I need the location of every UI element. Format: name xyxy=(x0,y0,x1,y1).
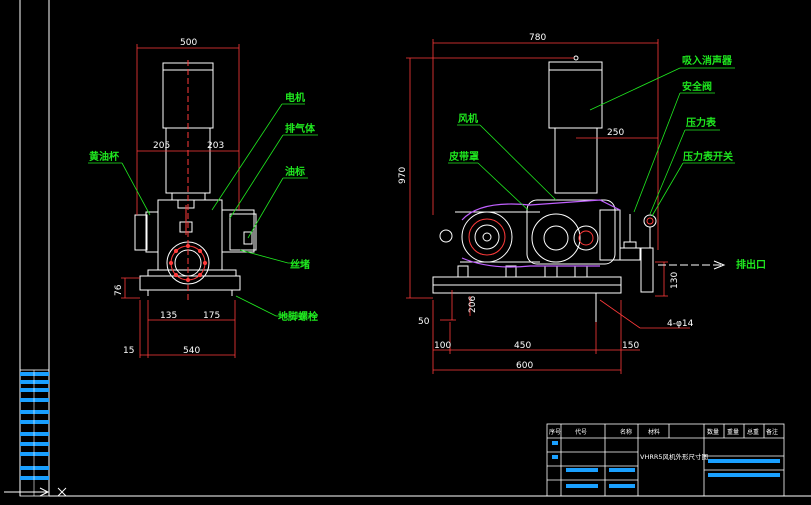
dim-r-c: 150 xyxy=(622,341,639,351)
tb-header-weight: 重量 xyxy=(727,428,739,436)
label-blower: 风机 xyxy=(458,112,478,125)
dim-small-a: 50 xyxy=(418,317,430,327)
right-view-dim-lines xyxy=(406,39,690,374)
dim-left-half-a: 205 xyxy=(153,141,170,151)
tb-header-seq: 序号 xyxy=(549,428,561,436)
dim-right-width: 780 xyxy=(529,33,546,43)
right-view-accents xyxy=(468,217,654,256)
label-belt-cover: 皮带罩 xyxy=(448,150,479,163)
label-oil-cup: 黄油杯 xyxy=(89,150,120,163)
dim-base-a: 135 xyxy=(160,311,177,321)
left-view-outline xyxy=(134,62,257,296)
dim-r-total: 600 xyxy=(516,361,533,371)
label-safety-valve: 安全阀 xyxy=(682,80,712,93)
tb-header-total: 总重 xyxy=(747,428,759,436)
dim-left-width: 500 xyxy=(180,38,197,48)
label-holes: 4-φ14 xyxy=(667,319,694,329)
ucs-icon xyxy=(4,487,67,497)
dim-foot-h: 76 xyxy=(114,284,124,296)
dim-left-half-b: 203 xyxy=(207,141,224,151)
tb-header-material: 材料 xyxy=(648,428,660,436)
label-oil-gauge: 油标 xyxy=(285,165,305,178)
tb-header-name: 名称 xyxy=(620,428,632,436)
dim-r-b: 450 xyxy=(514,341,531,351)
label-motor: 电机 xyxy=(285,91,305,104)
tb-header-count: 数量 xyxy=(707,428,719,436)
dim-height: 970 xyxy=(398,167,408,184)
dim-base-w: 540 xyxy=(183,346,200,356)
label-outlet: 排出口 xyxy=(736,258,766,271)
left-leaders xyxy=(88,103,318,317)
title-block-grid xyxy=(546,423,785,497)
right-view-outline xyxy=(432,55,657,322)
left-view-accents xyxy=(168,60,208,300)
dim-base-h: 206 xyxy=(468,296,478,313)
left-title-strip xyxy=(19,369,50,497)
dim-r-a: 100 xyxy=(434,341,451,351)
label-pressure-gauge: 压力表 xyxy=(686,116,717,129)
outlet-arrow xyxy=(658,260,726,270)
dim-offset: 250 xyxy=(607,128,624,138)
dim-base-b: 175 xyxy=(203,311,220,321)
title-block-blue-fill xyxy=(552,441,780,488)
label-exhaust-body: 排气体 xyxy=(285,122,316,135)
dim-edge: 15 xyxy=(123,346,134,356)
label-plug: 丝堵 xyxy=(290,258,310,271)
right-leaders xyxy=(448,67,735,217)
label-anchor-bolt: 地脚螺栓 xyxy=(278,310,318,323)
drawing-border xyxy=(19,0,811,497)
tb-header-code: 代号 xyxy=(575,428,587,436)
left-view-dim-lines xyxy=(121,44,240,358)
label-gauge-switch: 压力表开关 xyxy=(683,150,733,163)
right-view-belt xyxy=(461,199,621,268)
drawing-title: VHRR5风机外形尺寸图 xyxy=(640,452,708,461)
tb-header-remark: 备注 xyxy=(766,428,778,436)
dim-outlet-h: 130 xyxy=(670,272,680,289)
label-intake-silencer: 吸入消声器 xyxy=(682,54,733,67)
